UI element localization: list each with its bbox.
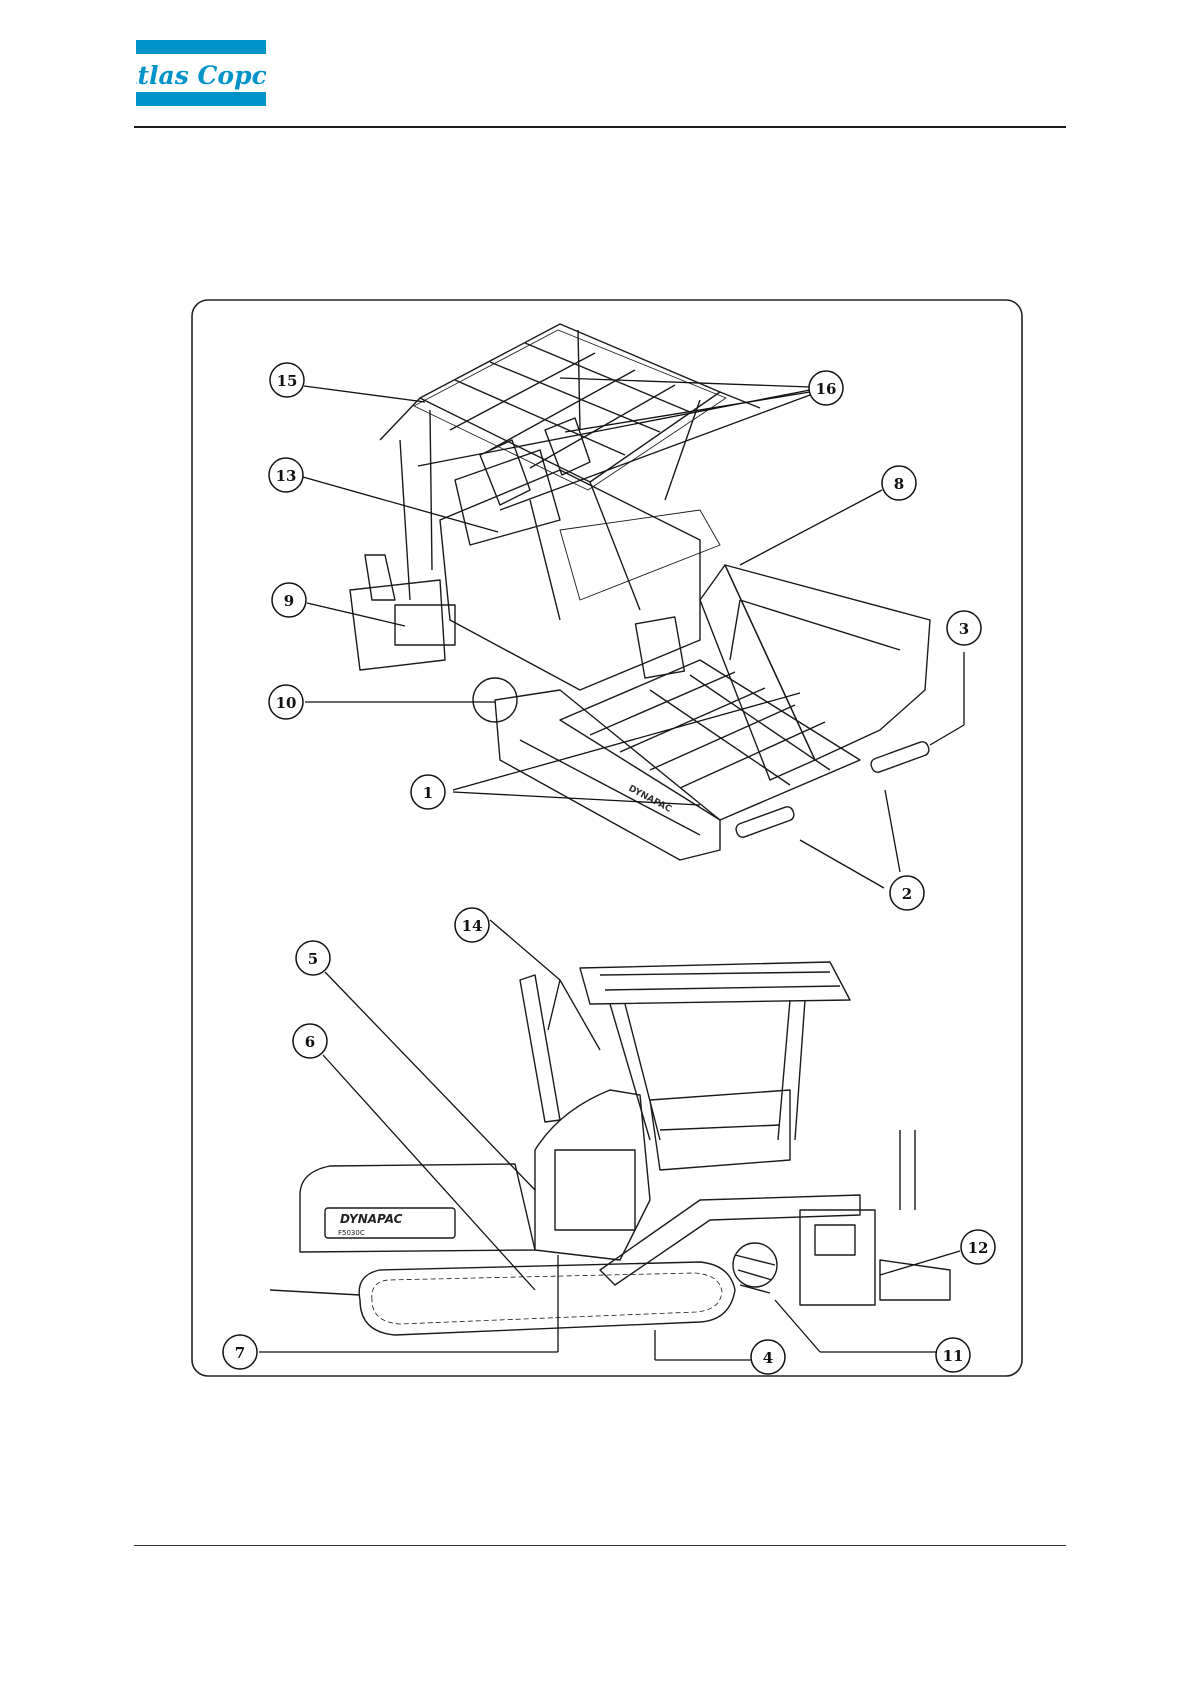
callout-5: 5	[296, 941, 330, 975]
callout-13: 13	[269, 458, 303, 492]
callout-2: 2	[890, 876, 924, 910]
side-view-leader-lines	[259, 920, 960, 1360]
rear-screed-assembly	[350, 555, 517, 722]
svg-text:13: 13	[276, 467, 297, 485]
svg-text:7: 7	[235, 1344, 245, 1362]
svg-text:8: 8	[894, 475, 904, 493]
paver-side-view: DYNAPAC F5030C	[270, 962, 950, 1335]
callout-7: 7	[223, 1335, 257, 1369]
svg-text:5: 5	[308, 950, 318, 968]
top-view-leader-lines	[303, 378, 964, 888]
callout-1: 1	[411, 775, 445, 809]
side-brand-marking-large: DYNAPAC	[340, 1212, 403, 1226]
callout-6: 6	[293, 1024, 327, 1058]
callout-4: 4	[751, 1340, 785, 1374]
callout-15: 15	[270, 363, 304, 397]
svg-text:1: 1	[423, 784, 433, 802]
callout-3: 3	[947, 611, 981, 645]
svg-text:15: 15	[277, 372, 298, 390]
svg-text:9: 9	[284, 592, 294, 610]
svg-text:3: 3	[959, 620, 969, 638]
svg-text:16: 16	[816, 380, 837, 398]
callout-11: 11	[936, 1338, 970, 1372]
svg-text:4: 4	[763, 1349, 773, 1367]
roof-canopy	[380, 324, 760, 490]
figure-frame	[192, 300, 1022, 1376]
callout-9: 9	[272, 583, 306, 617]
side-hopper	[300, 1164, 535, 1252]
svg-text:2: 2	[902, 885, 912, 903]
callout-14: 14	[455, 908, 489, 942]
callout-8: 8	[882, 466, 916, 500]
conveyor-floor	[560, 660, 860, 820]
side-model-marking: F5030C	[338, 1229, 365, 1237]
svg-text:14: 14	[462, 917, 483, 935]
svg-text:6: 6	[305, 1033, 315, 1051]
svg-text:12: 12	[968, 1239, 989, 1257]
callout-12: 12	[961, 1230, 995, 1264]
callout-10: 10	[269, 685, 303, 719]
crawler-track	[359, 1262, 735, 1335]
callout-16: 16	[809, 371, 843, 405]
svg-text:10: 10	[276, 694, 297, 712]
svg-text:11: 11	[943, 1347, 964, 1365]
